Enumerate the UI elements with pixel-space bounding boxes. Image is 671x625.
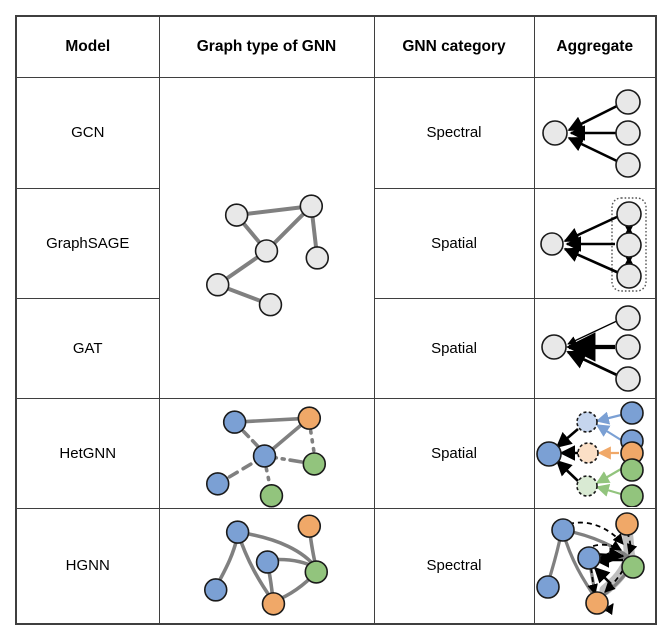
target-node	[541, 120, 568, 146]
cell-aggregate-hetgnn	[533, 398, 657, 509]
gcn-aggregate-diagram	[541, 89, 641, 178]
edge-solid	[232, 415, 311, 424]
table-row: GCN	[15, 77, 657, 399]
gnn-comparison-table: Model Graph type of GNN GNN category Agg…	[15, 15, 657, 625]
target-node	[540, 333, 567, 360]
intermediate-nodes	[575, 410, 599, 497]
cell-category-hgnn: Spectral	[373, 508, 535, 624]
header-gnn-category: GNN category	[373, 15, 535, 78]
cell-model-gcn: GCN	[15, 77, 160, 189]
gat-aggregate-diagram	[540, 304, 641, 392]
attention-arrow-thin	[566, 319, 620, 345]
header-graph-type: Graph type of GNN	[158, 15, 375, 78]
hgnn-aggregate-diagram	[535, 511, 645, 615]
table-header: Model Graph type of GNN GNN category Agg…	[15, 15, 657, 78]
graph-nodes	[535, 511, 645, 615]
cell-model-gat: GAT	[15, 298, 160, 399]
cell-graph-type-hypergraph	[158, 508, 375, 624]
source-and-target-nodes	[535, 400, 644, 507]
hypergraph-diagram	[203, 514, 328, 616]
table-row: GAT Spatial	[15, 298, 657, 399]
cell-model-hgnn: HGNN	[15, 508, 160, 624]
cell-aggregate-hgnn	[533, 508, 657, 624]
aggregate-arrows	[563, 214, 620, 274]
homogeneous-graph-diagram	[205, 194, 329, 317]
type-arrows	[595, 411, 622, 497]
header-row: Model Graph type of GNN GNN category Agg…	[15, 15, 657, 78]
cell-category-gcn: Spectral	[373, 77, 535, 189]
cell-category-hetgnn: Spatial	[373, 398, 535, 509]
cell-aggregate-graphsage	[533, 187, 657, 300]
graph-nodes	[205, 405, 326, 508]
header-aggregate: Aggregate	[533, 15, 657, 78]
sampled-neighborhood-box	[611, 196, 647, 292]
edge-dotted	[307, 419, 317, 462]
graphsage-aggregate-diagram	[539, 196, 647, 292]
table-row: HetGNN	[15, 398, 657, 509]
attention-arrows	[565, 319, 620, 377]
heterogeneous-graph-diagram	[205, 405, 326, 508]
header-model: Model	[15, 15, 160, 78]
cell-graph-type-heterogeneous	[158, 398, 375, 509]
cell-aggregate-gat	[533, 298, 657, 399]
aggregate-nodes	[541, 89, 641, 178]
graph-nodes	[203, 514, 328, 616]
table-body: GCN	[15, 77, 657, 624]
aggregate-arrows	[567, 103, 620, 164]
graph-nodes	[205, 194, 329, 317]
hetgnn-aggregate-diagram	[535, 400, 644, 507]
cell-category-gat: Spatial	[373, 298, 535, 399]
aggregate-nodes	[540, 304, 641, 392]
target-node	[539, 231, 564, 256]
cell-category-graphsage: Spatial	[373, 187, 535, 300]
table-row: GraphSAGE Spatial	[15, 187, 657, 300]
cell-aggregate-gcn	[533, 77, 657, 189]
cell-model-hetgnn: HetGNN	[15, 398, 160, 509]
cell-model-graphsage: GraphSAGE	[15, 187, 160, 300]
cell-graph-type-homogeneous	[158, 77, 375, 399]
attention-arrow-medium	[565, 350, 620, 377]
aggregate-nodes	[539, 200, 642, 289]
target-node	[535, 440, 562, 467]
table-row: HGNN	[15, 508, 657, 624]
final-aggregate-arrows	[555, 427, 580, 482]
